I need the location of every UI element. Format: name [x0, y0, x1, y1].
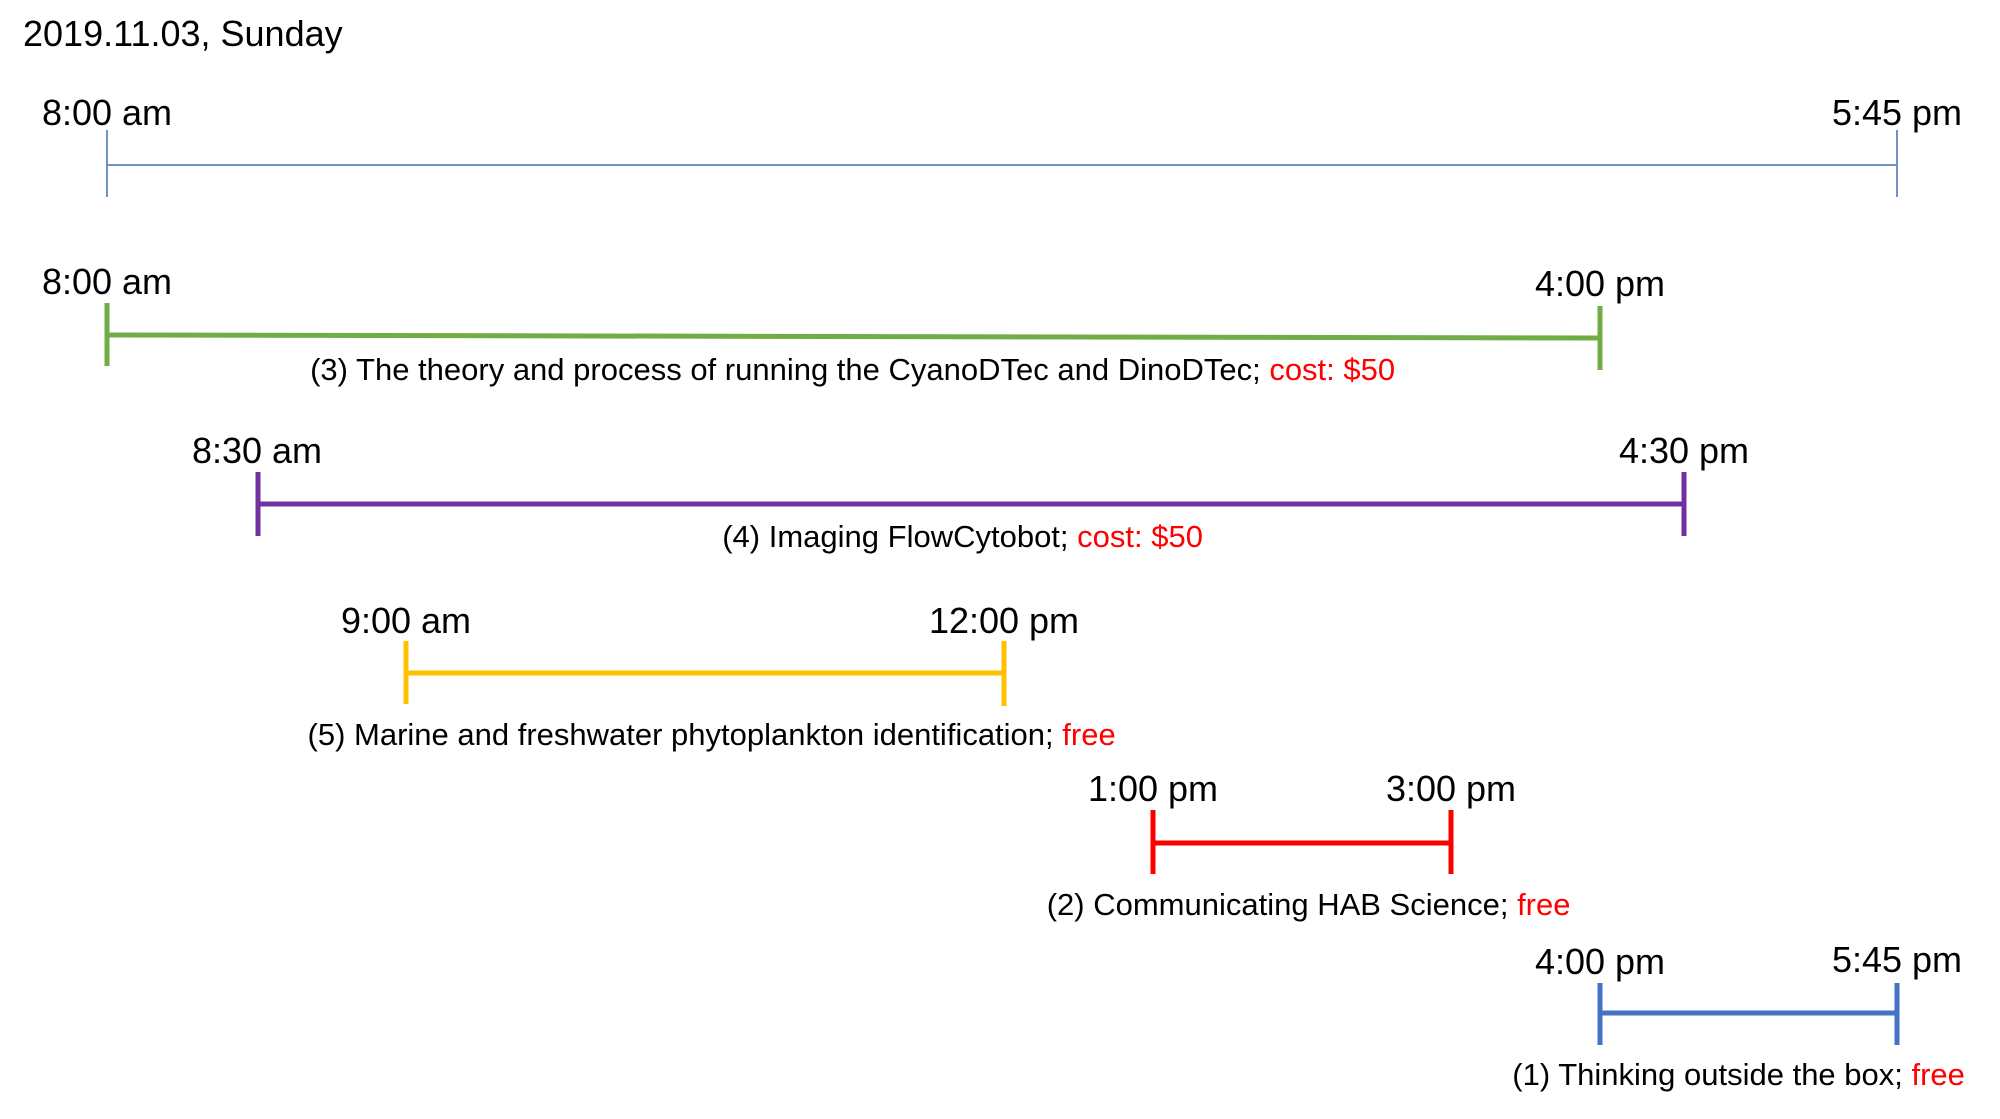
session-title: (1) Thinking outside the box; — [1512, 1057, 1911, 1092]
session-start-label: 9:00 am — [341, 600, 471, 641]
overall-start-label: 8:00 am — [42, 92, 172, 133]
session-row: 4:00 pm 5:45 pm (1) Thinking outside the… — [1452, 939, 2000, 1092]
session-row: 8:30 am 4:30 pm (4) Imaging FlowCytobot;… — [192, 430, 1749, 554]
session-start-label: 8:00 am — [42, 261, 172, 302]
session-caption: (1) Thinking outside the box; free — [1452, 1057, 2000, 1092]
session-caption: (5) Marine and freshwater phytoplankton … — [247, 717, 1159, 752]
session-start-label: 4:00 pm — [1535, 941, 1665, 982]
session-row: 8:00 am 4:00 pm (3) The theory and proce… — [42, 261, 1665, 387]
session-cost: free — [1912, 1057, 1965, 1092]
session-caption: (3) The theory and process of running th… — [250, 352, 1438, 387]
session-row: 1:00 pm 3:00 pm (2) Communicating HAB Sc… — [986, 768, 1613, 922]
date-label: 2019.11.03, Sunday — [23, 13, 343, 54]
overall-timeline: 8:00 am 5:45 pm — [42, 92, 1962, 197]
session-end-label: 5:45 pm — [1832, 939, 1962, 980]
session-title: (4) Imaging FlowCytobot; — [722, 519, 1077, 554]
session-cost: free — [1062, 717, 1115, 752]
session-end-label: 3:00 pm — [1386, 768, 1516, 809]
session-caption: (4) Imaging FlowCytobot; cost: $50 — [662, 519, 1246, 554]
session-title: (3) The theory and process of running th… — [310, 352, 1269, 387]
session-start-label: 8:30 am — [192, 430, 322, 471]
session-start-label: 1:00 pm — [1088, 768, 1218, 809]
overall-end-label: 5:45 pm — [1832, 92, 1962, 133]
session-cost: cost: $50 — [1269, 352, 1395, 387]
session-cost: free — [1517, 887, 1570, 922]
session-title: (5) Marine and freshwater phytoplankton … — [308, 717, 1063, 752]
session-cost: cost: $50 — [1077, 519, 1203, 554]
session-bar — [106, 332, 1601, 341]
session-title: (2) Communicating HAB Science; — [1047, 887, 1517, 922]
session-end-label: 12:00 pm — [929, 600, 1079, 641]
session-caption: (2) Communicating HAB Science; free — [986, 887, 1613, 922]
session-end-label: 4:30 pm — [1619, 430, 1749, 471]
session-row: 9:00 am 12:00 pm (5) Marine and freshwat… — [247, 600, 1159, 752]
session-end-label: 4:00 pm — [1535, 263, 1665, 304]
